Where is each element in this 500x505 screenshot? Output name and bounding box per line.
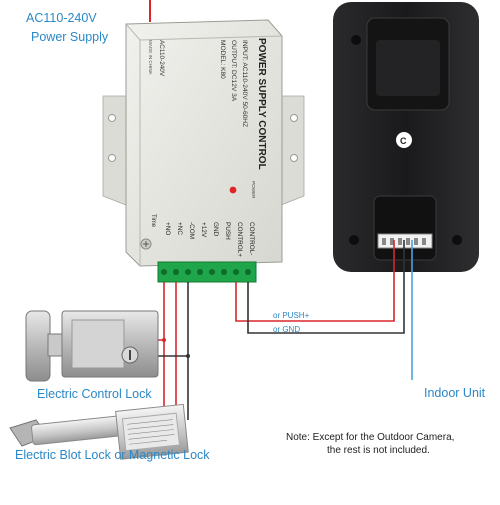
label-line	[127, 419, 173, 425]
psu-voltage: AC110-240V	[158, 40, 165, 77]
psu-screw-hole-left-top	[108, 114, 116, 122]
terminal-label: +NO	[164, 222, 171, 235]
psu-time-label: Time	[150, 214, 156, 228]
wire-control-minus-gnd	[247, 240, 405, 334]
terminal-label: +12V	[200, 222, 207, 238]
terminal-screw	[197, 269, 203, 275]
electric-control-lock-label: Electric Control Lock	[37, 387, 152, 401]
electric-control-lock	[25, 310, 159, 382]
blot-lock-bolt	[31, 414, 129, 446]
wire-push-label: or PUSH+	[273, 311, 310, 320]
terminal-screw	[221, 269, 227, 275]
terminal-screw	[161, 269, 167, 275]
psu-made-in: MADE IN CHINA	[148, 40, 153, 76]
camera-hole-right	[452, 235, 462, 245]
power-supply-unit: POWER SUPPLY CONTROL INPUT: AC110-240V 5…	[102, 19, 305, 283]
camera-logo-mark: C	[400, 136, 407, 146]
psu-screw-hole-left-bottom	[108, 154, 116, 162]
power-supply-label-line2: Power Supply	[31, 30, 109, 44]
terminal-screw	[245, 269, 251, 275]
wire-junction	[186, 354, 190, 358]
note-line1: Note: Except for the Outdoor Camera,	[286, 432, 455, 443]
connector-pin	[382, 238, 386, 245]
terminal-labels: +NO +NC -COM +12V GND PUSH CONTROL+ CONTROL-	[164, 222, 255, 257]
label-line	[127, 424, 174, 430]
psu-model: MODEL: K80	[219, 40, 226, 79]
camera-connector-bay	[373, 195, 437, 261]
terminal-screw	[185, 269, 191, 275]
psu-screw-hole-right-top	[290, 114, 298, 122]
connector-pin	[398, 238, 402, 245]
camera-hole-left	[349, 235, 359, 245]
lock-keyhole	[129, 350, 131, 360]
power-supply-label-line1: AC110-240V	[26, 11, 97, 25]
terminal-label: -COM	[188, 222, 195, 239]
power-led	[229, 186, 237, 194]
wire-gnd-label: or GND	[273, 325, 301, 334]
connector-pin	[422, 238, 426, 245]
indoor-unit-label: Indoor Unit	[424, 386, 486, 400]
psu-flange-left	[102, 95, 127, 206]
lock-plate	[71, 319, 125, 369]
psu-body	[125, 19, 283, 267]
wiring	[145, 240, 413, 430]
wire-junction	[162, 338, 166, 342]
psu-flange-right	[280, 95, 305, 206]
terminal-screw	[209, 269, 215, 275]
psu-screw-hole-right-bottom	[290, 154, 298, 162]
psu-input: INPUT: AC110-240V 50-60HZ	[241, 40, 248, 127]
psu-power-led-label: POWER	[251, 181, 256, 199]
terminal-label: CONTROL+	[236, 222, 243, 257]
psu-title: POWER SUPPLY CONTROL	[256, 38, 267, 170]
terminal-screw	[173, 269, 179, 275]
connector-pin	[414, 238, 418, 245]
connector-pin	[406, 238, 410, 245]
blot-lock-label-text	[127, 419, 175, 445]
camera-connector-pins	[382, 238, 426, 245]
outdoor-camera: C	[333, 2, 479, 272]
label-line	[128, 434, 175, 440]
electric-blot-lock-label: Electric Blot Lock or Magnetic Lock	[15, 448, 210, 462]
connector-pin	[390, 238, 394, 245]
wire-control-plus-push	[235, 240, 395, 322]
terminal-label: GND	[212, 222, 219, 237]
electric-blot-lock	[9, 403, 189, 460]
psu-output: OUTPUT: DC12V 3A	[230, 40, 237, 102]
terminal-screw	[233, 269, 239, 275]
camera-hole-top	[351, 35, 361, 45]
terminal-block	[157, 261, 257, 283]
terminal-label: +NC	[176, 222, 183, 235]
time-knob-slot	[143, 241, 149, 247]
terminal-label: CONTROL-	[248, 222, 255, 255]
camera-lens-window	[376, 40, 440, 96]
terminal-screws	[161, 269, 251, 275]
label-line	[129, 439, 167, 445]
label-line	[128, 429, 174, 435]
terminal-label: PUSH	[224, 222, 231, 240]
camera-logo	[396, 132, 412, 148]
note-line2: the rest is not included.	[327, 445, 430, 456]
lock-faceplate	[25, 310, 51, 382]
